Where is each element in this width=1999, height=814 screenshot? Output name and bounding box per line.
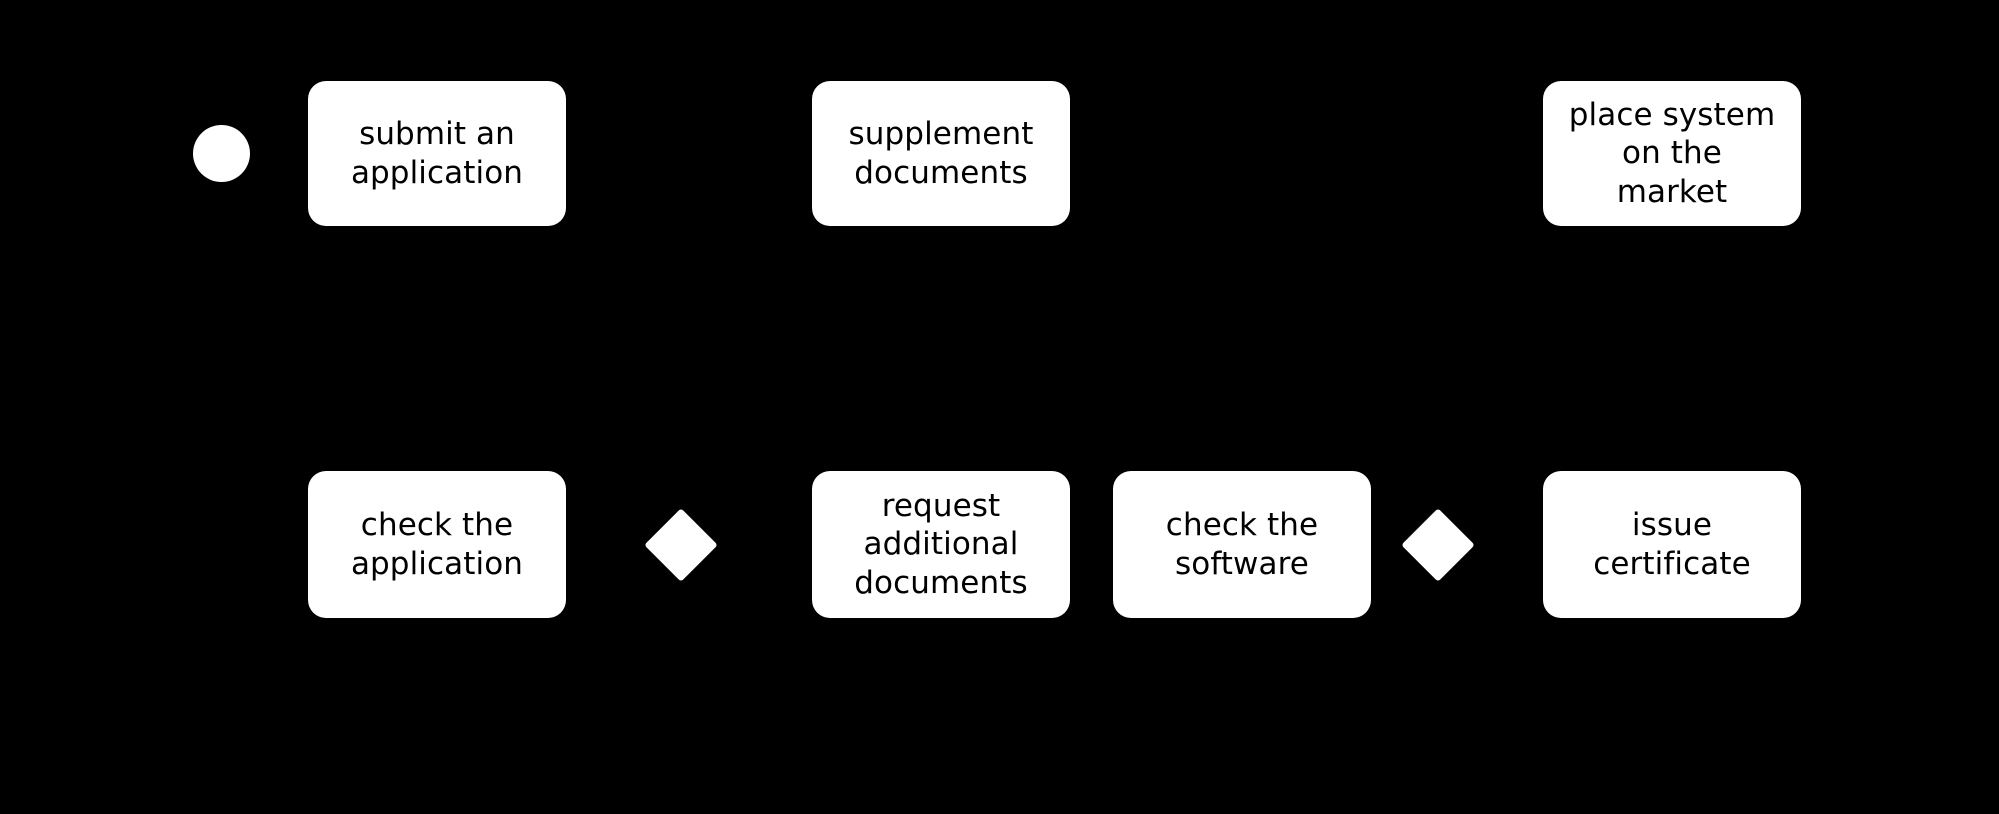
activity-node-supplement-documents[interactable]: supplement documents	[812, 81, 1070, 226]
activity-node-place-system-on-the-market[interactable]: place system on the market	[1543, 81, 1801, 226]
decision-node-after-check-application[interactable]	[644, 508, 718, 582]
activity-node-check-the-software[interactable]: check the software	[1113, 471, 1371, 618]
start-event-node[interactable]	[193, 125, 250, 182]
decision-node-after-check-software[interactable]	[1401, 508, 1475, 582]
activity-node-submit-an-application[interactable]: submit an application	[308, 81, 566, 226]
activity-node-request-additional-documents[interactable]: request additional documents	[812, 471, 1070, 618]
activity-node-check-the-application[interactable]: check the application	[308, 471, 566, 618]
activity-node-issue-certificate[interactable]: issue certificate	[1543, 471, 1801, 618]
